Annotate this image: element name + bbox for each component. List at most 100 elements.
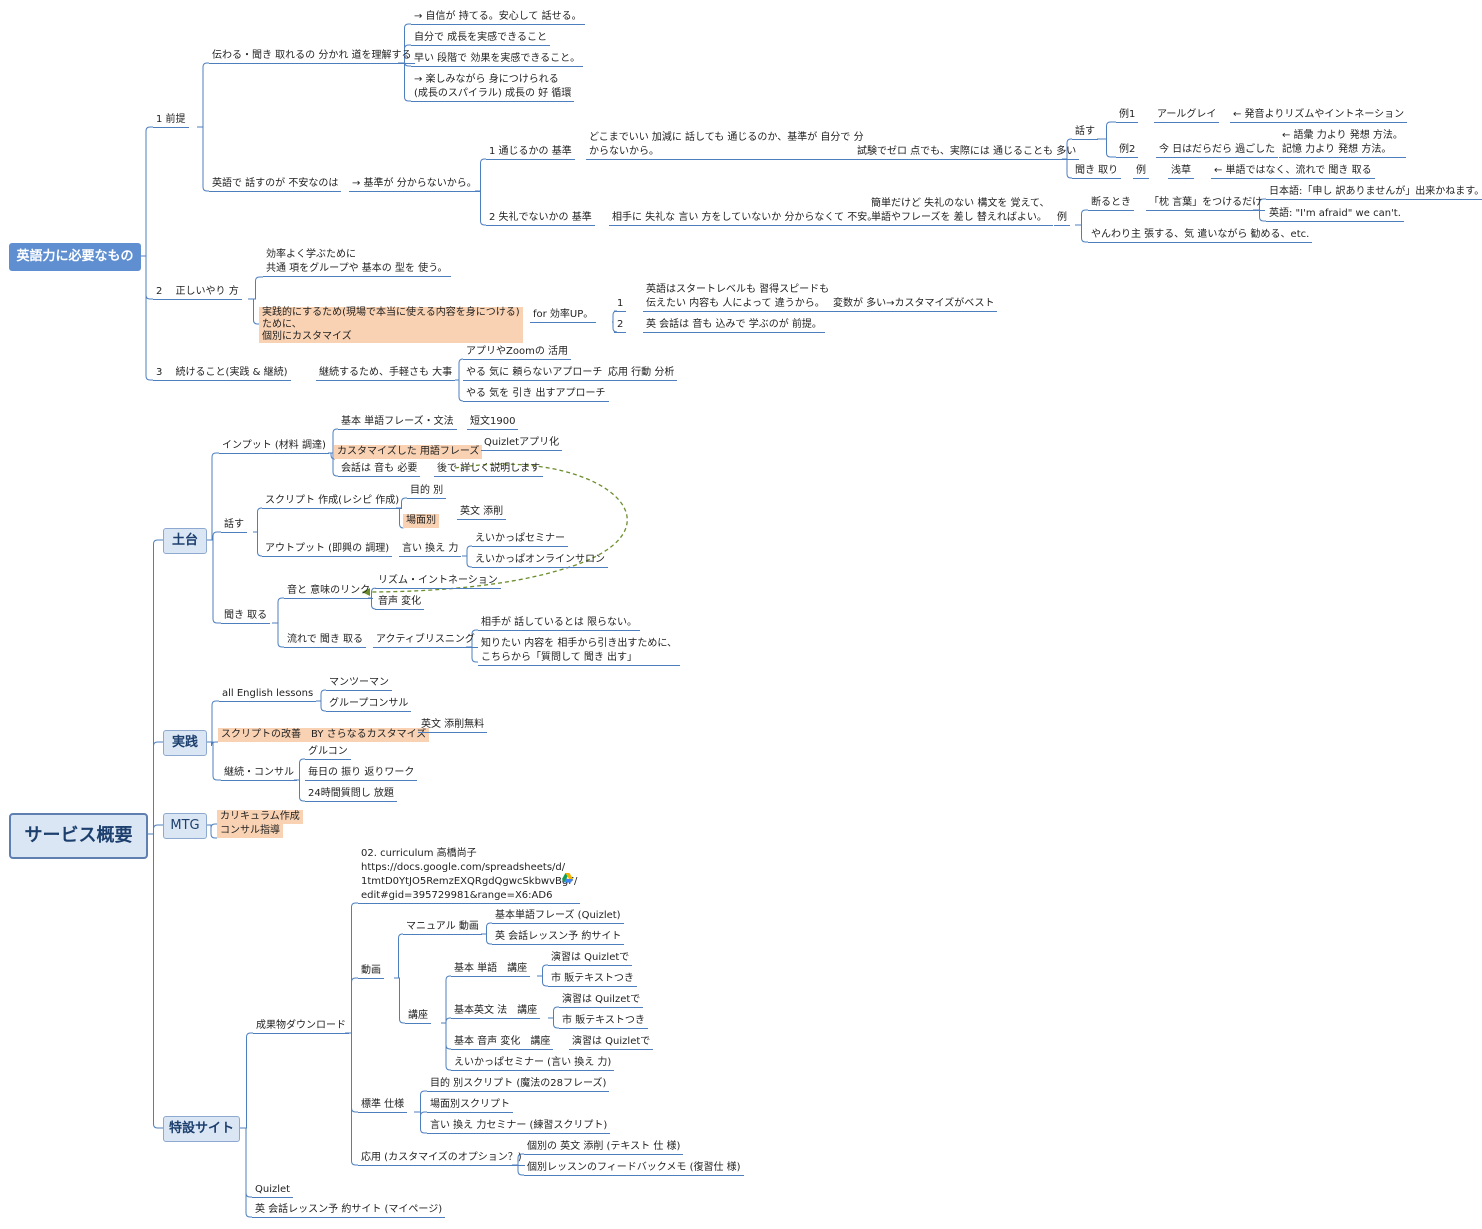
node-custom-phrases[interactable]: カスタマイズした 用語フレーズ — [334, 445, 483, 459]
node-reason-2[interactable]: 英 会話は 音も 込みで 学ぶのが 前提。 — [643, 318, 825, 333]
node-rephrase-seminar[interactable]: 言い 換え 力セミナー (練習スクリプト) — [427, 1119, 611, 1134]
node-example-b[interactable]: 例 — [1054, 211, 1070, 226]
node-free-correction[interactable]: 英文 添削無料 — [418, 718, 488, 733]
node-correction[interactable]: 英文 添削 — [457, 505, 507, 520]
node-many-variables[interactable]: 変数が 多い→カスタマイズがベスト — [830, 297, 998, 312]
node-listen[interactable]: 聞き 取る — [221, 609, 271, 624]
root-topic-service-overview[interactable]: サービス概要 — [9, 813, 148, 859]
topic-foundation[interactable]: 土台 — [163, 528, 207, 554]
node-deliverables[interactable]: 成果物ダウンロード — [253, 1019, 349, 1034]
node-standard-1[interactable]: 1 通じるかの 基準 — [486, 145, 575, 160]
node-sound-meaning[interactable]: 音と 意味のリンク — [284, 584, 374, 599]
node-lesson-booking[interactable]: 英 会話レッスン予 約サイト — [492, 930, 625, 945]
node-flow-note[interactable]: ← 単語ではなく、流れで 聞き 取る — [1211, 164, 1375, 179]
node-flow-listen[interactable]: 流れで 聞き 取る — [284, 633, 367, 648]
node-script-improve[interactable]: スクリプトの改善 BY さらなるカスタマイズ — [218, 728, 430, 742]
node-videos[interactable]: 動画 — [358, 964, 384, 979]
node-no-motivation[interactable]: やる 気に 頼らないアプローチ — [463, 366, 606, 381]
node-grammar-course[interactable]: 基本英文 法 講座 — [451, 1004, 541, 1019]
node-speak-2[interactable]: 話す — [221, 518, 247, 533]
node-all-english[interactable]: all English lessons — [219, 687, 317, 702]
node-by-scene[interactable]: 場面別 — [403, 514, 439, 528]
node-advanced-option[interactable]: 応用 (カスタマイズのオプション？) — [358, 1151, 525, 1166]
node-daily-review[interactable]: 毎日の 振り 返りワーク — [305, 766, 418, 781]
node-early-effect[interactable]: 早い 段階で 効果を実感できること。 — [411, 52, 584, 67]
node-example-1[interactable]: 例1 — [1116, 108, 1139, 123]
node-earl-grey[interactable]: アールグレイ — [1154, 108, 1220, 123]
node-soft-assert[interactable]: やんわり主 張する、気 遣いながら 勧める、etc. — [1088, 228, 1313, 243]
node-manual-video[interactable]: マニュアル 動画 — [403, 920, 482, 935]
topic-mtg[interactable]: MTG — [163, 813, 207, 839]
google-drive-icon[interactable] — [562, 868, 573, 887]
node-output[interactable]: アウトプット (即興の 調理) — [262, 542, 393, 557]
node-reason-2-num[interactable]: 2 — [614, 318, 627, 333]
node-confidence[interactable]: → 自信が 持てる。安心して 話せる。 — [411, 10, 585, 25]
topic-practice[interactable]: 実践 — [163, 730, 207, 756]
node-1900[interactable]: 短文1900 — [467, 415, 519, 430]
node-customize-practical[interactable]: 実践的にするため(現場で本当に使える内容を身につける) ために、 個別にカスタマ… — [259, 307, 523, 343]
node-english-example[interactable]: 英語: "I'm afraid" we can't. — [1266, 207, 1404, 222]
node-rhythm-note[interactable]: ← 発音よりリズムやイントネーション — [1230, 108, 1408, 123]
node-practice-quizlet-3[interactable]: 演習は Quizletで — [569, 1035, 654, 1050]
node-eikappa-rephrase[interactable]: えいかっぱセミナー (言い 換え 力) — [451, 1056, 615, 1071]
node-feedback-memo[interactable]: 個別レッスンのフィードバックメモ (復習仕 様) — [524, 1161, 744, 1176]
node-reason-1-num[interactable]: 1 — [614, 297, 627, 312]
node-ease-matters[interactable]: 継続するため、手軽さも 大事 — [316, 366, 456, 381]
node-self-growth[interactable]: 自分で 成長を実感できること — [411, 31, 550, 46]
node-practice-quizlet-1[interactable]: 演習は Quizletで — [548, 951, 633, 966]
node-eikappa-seminar[interactable]: えいかっぱセミナー — [472, 532, 568, 547]
node-textbook-1[interactable]: 市 販テキストつき — [548, 972, 637, 987]
node-vocab-note[interactable]: ← 語彙 力より 発想 方法。 記憶 力より 発想 方法。 — [1279, 129, 1406, 158]
node-no-standard[interactable]: → 基準が 分からないから。 — [349, 177, 480, 192]
node-sound-course[interactable]: 基本 音声 変化 講座 — [451, 1035, 554, 1050]
node-courses[interactable]: 講座 — [405, 1009, 431, 1024]
node-vocab-course[interactable]: 基本 単語 講座 — [451, 962, 531, 977]
node-listening[interactable]: 聞き 取り — [1072, 164, 1122, 179]
node-not-always[interactable]: 相手が 話しているとは 限らない。 — [478, 616, 641, 631]
node-reason-1[interactable]: 英語はスタートレベルも 習得スピードも 伝えたい 内容も 人によって 違うから。 — [643, 283, 833, 312]
node-purpose-script[interactable]: 目的 別スクリプト (魔法の28フレーズ) — [427, 1077, 610, 1092]
node-by-purpose[interactable]: 目的 別 — [407, 484, 447, 499]
node-practice-quizlet-2[interactable]: 演習は Quilzetで — [559, 993, 644, 1008]
node-individual-correction[interactable]: 個別の 英文 添削 (テキスト 仕 様) — [524, 1140, 684, 1155]
node-how-loose[interactable]: どこまでいい 加減に 話しても 通じるのか、基準が 自分で 分 からないから。 — [586, 131, 867, 160]
node-anxiety[interactable]: 英語で 話すのが 不安なのは — [209, 177, 342, 192]
root-topic-english-skills[interactable]: 英語力に必要なもの — [9, 243, 141, 271]
node-exam-zero[interactable]: 試験でゼロ 点でも、実際には 通じることも 多い — [854, 145, 1080, 160]
node-curriculum-link[interactable]: 02. curriculum 高橋尚子 https://docs.google.… — [358, 847, 581, 904]
node-sound-change[interactable]: 音声 変化 — [375, 595, 425, 610]
node-understand-boundary[interactable]: 伝わる・聞き 取れるの 分かれ 道を理解する — [209, 49, 415, 64]
node-apps-zoom[interactable]: アプリやZoomの 活用 — [463, 345, 572, 360]
node-efficiency-up[interactable]: for 効率UP。 — [530, 308, 597, 323]
node-consult-guidance[interactable]: コンサル指導 — [217, 824, 283, 838]
topic-special-site[interactable]: 特設サイト — [163, 1116, 240, 1142]
node-script-making[interactable]: スクリプト 作成(レシピ 作成) — [262, 494, 403, 509]
node-one-on-one[interactable]: マンツーマン — [326, 676, 392, 691]
node-example-2[interactable]: 例2 — [1116, 143, 1139, 158]
node-eikappa-salon[interactable]: えいかっぱオンラインサロン — [472, 553, 608, 568]
node-group-con[interactable]: グルコン — [305, 745, 351, 760]
node-aba[interactable]: 応用 行動 分析 — [605, 366, 678, 381]
node-basic-words[interactable]: 基本 単語フレーズ・文法 — [338, 415, 457, 430]
node-today-relaxed[interactable]: 今 日はだらだら 過ごした — [1156, 143, 1279, 158]
node-mypage[interactable]: 英 会話レッスン予 約サイト (マイページ) — [252, 1203, 446, 1218]
node-quizlet[interactable]: Quizlet — [252, 1183, 294, 1198]
node-standard-2[interactable]: 2 失礼でないかの 基準 — [486, 211, 595, 226]
node-scene-script[interactable]: 場面別スクリプト — [427, 1098, 513, 1113]
node-keep-going[interactable]: 3 続けること(実践 & 継続) — [153, 366, 291, 381]
node-premise[interactable]: 1 前提 — [153, 113, 189, 128]
node-rhythm[interactable]: リズム・イントネーション — [375, 574, 501, 589]
node-right-way[interactable]: 2 正しいやり 方 — [153, 285, 242, 300]
node-example-listen[interactable]: 例 — [1133, 164, 1149, 179]
node-speak[interactable]: 話す — [1072, 125, 1098, 140]
node-group-consult[interactable]: グループコンサル — [326, 697, 412, 712]
node-pillow-words[interactable]: 「枕 言葉」をつけるだけ — [1146, 196, 1266, 211]
node-ask-questions[interactable]: 知りたい 内容を 相手から引き出すために、 こちらから「質問して 聞き 出す」 — [478, 637, 681, 666]
node-sound-needed[interactable]: 会話は 音も 必要 — [338, 462, 421, 477]
node-rudeness-worry[interactable]: 相手に 失礼な 言い 方をしていないか 分からなくて 不安。 — [609, 211, 881, 226]
node-japanese-example[interactable]: 日本語:「申し 訳ありませんが」出来かねます。 — [1266, 185, 1482, 200]
node-simple-syntax[interactable]: 簡単だけど 失礼のない 構文を 覚えて、 単語やフレーズを 差し 替えればよい。 — [868, 197, 1053, 226]
node-basic-quizlet[interactable]: 基本単語フレーズ (Quizlet) — [492, 909, 624, 924]
node-refusing[interactable]: 断るとき — [1088, 196, 1134, 211]
node-asakusa[interactable]: 浅草 — [1168, 164, 1194, 179]
